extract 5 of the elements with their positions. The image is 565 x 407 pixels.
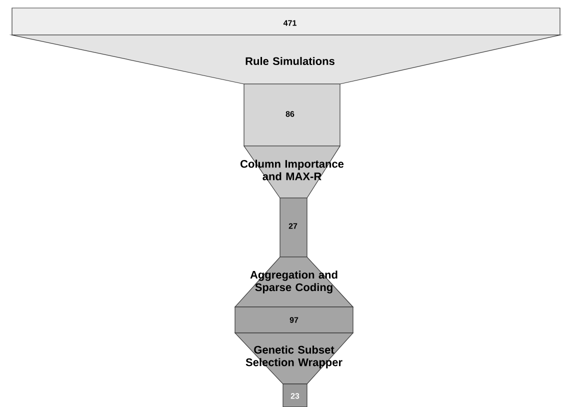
count-box: 471 [12, 8, 560, 36]
count-box: 86 [244, 84, 340, 146]
count-box: 23 [282, 384, 308, 407]
count-box: 97 [234, 306, 354, 334]
count-box: 27 [280, 198, 308, 258]
